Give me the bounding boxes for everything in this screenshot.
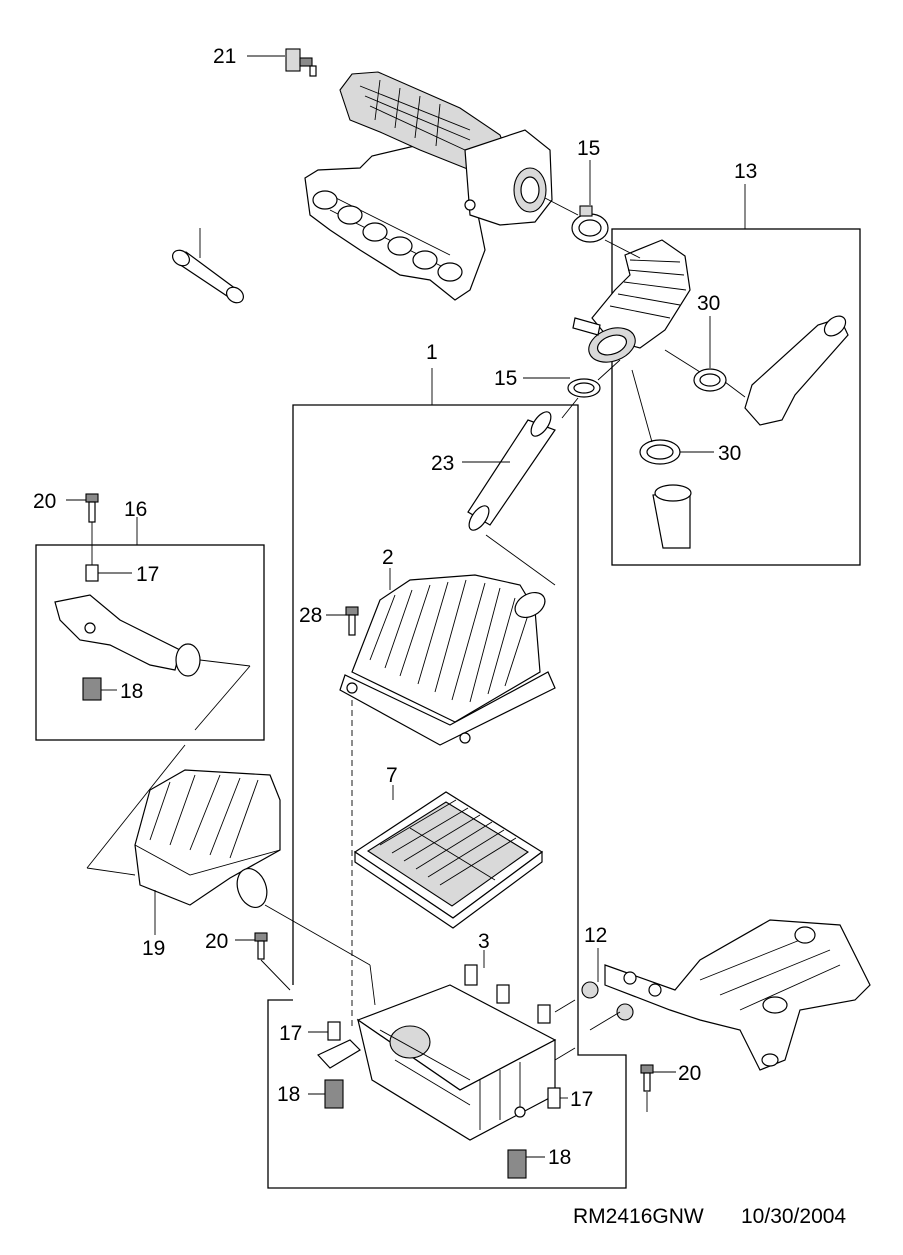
grommet-12 [581,981,634,1021]
callout-3: 3 [478,930,490,953]
spacer-17-group16 [85,564,99,582]
callout-17-left: 17 [279,1022,302,1045]
spacer-17-right [547,1087,561,1109]
resonator-19 [134,769,281,908]
vacuum-hose [172,249,244,304]
callout-15-lower: 15 [494,367,517,390]
leader-lines [66,160,746,1158]
callout-20-middle: 20 [205,930,228,953]
resonator-hose [744,315,849,426]
assembly-1-bracket [267,404,627,1189]
air-intake-duct [572,239,691,363]
duct-sleeve [652,484,692,549]
callout-13: 13 [734,160,757,183]
callout-28: 28 [299,604,322,627]
callout-7: 7 [386,764,398,787]
grommet-18-bottom [507,1149,527,1179]
callout-20-group16: 20 [33,490,56,513]
callout-20-right: 20 [678,1062,701,1085]
callout-18-left: 18 [277,1083,300,1106]
sleeve-23 [467,411,556,531]
callout-19: 19 [142,937,165,960]
callout-1: 1 [426,341,438,364]
clamp-30-lower [639,439,681,465]
clamp-30-upper [693,368,727,392]
clamp-15-lower [567,378,601,398]
clamp-15-upper [571,205,609,243]
air-filter-element [353,791,544,929]
callout-12: 12 [584,924,607,947]
spacer-17-left [327,1021,341,1041]
bolt-20-right [640,1064,654,1092]
mounting-bracket [604,919,871,1071]
sensor-21 [285,48,317,77]
bolt-28 [345,606,359,636]
bolt-20-middle [254,932,268,960]
assembly-13-box [611,228,861,566]
callout-30-lower: 30 [718,442,741,465]
callout-16: 16 [124,498,147,521]
callout-17-right: 17 [570,1088,593,1111]
air-cleaner-lower-housing [317,964,557,1141]
assembly-16-box [35,544,265,741]
reference-date: 10/30/2004 [741,1205,846,1228]
callout-17-group16: 17 [136,563,159,586]
callout-23: 23 [431,452,454,475]
duct-16 [54,594,201,677]
grommet-18-group16 [82,677,102,701]
callout-18-group16: 18 [120,680,143,703]
callout-2: 2 [382,546,394,569]
bolt-20-group16 [85,493,99,523]
grommet-18-left [324,1079,344,1109]
air-cleaner-upper-housing [339,574,556,746]
reference-code: RM2416GNW [573,1205,704,1228]
callout-30-upper: 30 [697,292,720,315]
callout-21: 21 [213,45,236,68]
intake-manifold [304,71,553,301]
callout-15-upper: 15 [577,137,600,160]
callout-18-bottom: 18 [548,1146,571,1169]
